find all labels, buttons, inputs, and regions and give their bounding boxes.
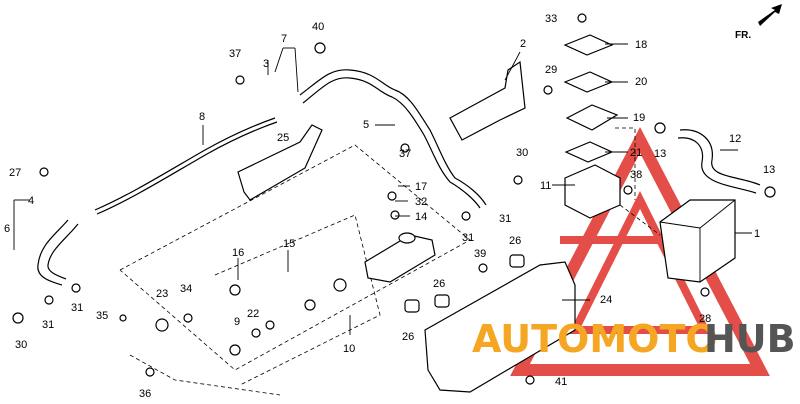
callout-1: 1 (754, 228, 760, 240)
callout-27: 27 (9, 167, 21, 179)
callout-31d: 31 (71, 302, 83, 314)
callout-20: 20 (635, 76, 647, 88)
front-direction-arrow: FR. (735, 4, 782, 41)
callout-16: 16 (232, 247, 244, 259)
watermark-dark: HUB (704, 317, 796, 361)
callout-9: 9 (234, 316, 240, 328)
part-19-diaphragm (565, 104, 619, 131)
callout-12: 12 (729, 133, 741, 145)
callout-36: 36 (139, 388, 151, 400)
pipe-left-line (94, 117, 278, 215)
callout-38: 38 (630, 169, 642, 181)
callout-5: 5 (363, 119, 369, 131)
callout-30a: 30 (516, 147, 528, 159)
callout-29: 29 (545, 64, 557, 76)
fr-label: FR. (735, 30, 751, 41)
part-25-bracket (237, 124, 323, 201)
callout-30b: 30 (15, 339, 27, 351)
callout-4: 4 (28, 195, 34, 207)
callout-17: 17 (415, 181, 427, 193)
callout-41: 41 (555, 376, 567, 388)
callout-6: 6 (4, 223, 10, 235)
callout-11: 11 (540, 180, 551, 192)
leader-lines (13, 43, 752, 335)
part-11-reservoir-body (564, 164, 621, 219)
callout-33: 33 (545, 13, 557, 25)
callout-13b: 13 (763, 164, 775, 176)
callout-2: 2 (520, 38, 526, 50)
callout-31a: 31 (499, 213, 511, 225)
callout-26c: 26 (402, 331, 414, 343)
part-1-reservoir (659, 199, 736, 283)
callout-15: 15 (283, 238, 295, 250)
callout-28: 28 (699, 313, 711, 325)
callout-34: 34 (180, 283, 192, 295)
callout-14: 14 (415, 211, 427, 223)
watermark-orange: AUTOMOTO (472, 317, 718, 361)
part-12-hose (677, 129, 761, 194)
callout-26b: 26 (433, 278, 445, 290)
callout-7: 7 (281, 33, 287, 45)
hose-left (37, 219, 79, 286)
part-18-plate (563, 34, 614, 56)
callout-10: 10 (343, 343, 355, 355)
callout-24: 24 (600, 294, 612, 306)
callout-21: 21 (630, 147, 642, 159)
callout-37a: 37 (229, 48, 241, 60)
callout-3: 3 (263, 58, 269, 70)
master-cylinder (364, 232, 436, 283)
callout-40: 40 (312, 21, 324, 33)
part-2-bracket (449, 60, 526, 141)
callout-19: 19 (633, 112, 645, 124)
callout-8: 8 (199, 111, 205, 123)
part-24-cover (424, 261, 576, 393)
callout-32: 32 (415, 196, 427, 208)
callout-labels: 1 2 3 4 5 6 7 8 9 10 11 12 13 13 14 15 1… (4, 13, 775, 400)
callout-37b: 37 (399, 148, 411, 160)
callout-31b: 31 (462, 232, 474, 244)
small-parts (12, 13, 776, 385)
callout-18: 18 (635, 39, 647, 51)
callout-25: 25 (277, 132, 289, 144)
callout-13a: 13 (654, 148, 666, 160)
pipe-upper (299, 69, 487, 209)
callout-31c: 31 (42, 319, 54, 331)
callout-39: 39 (474, 248, 486, 260)
callout-23: 23 (156, 288, 168, 300)
watermark-text: AUTOMOTO HUB (472, 317, 796, 361)
callout-22: 22 (247, 308, 259, 320)
part-20-gasket (563, 71, 614, 93)
callout-26a: 26 (509, 235, 521, 247)
callout-35: 35 (96, 310, 108, 322)
